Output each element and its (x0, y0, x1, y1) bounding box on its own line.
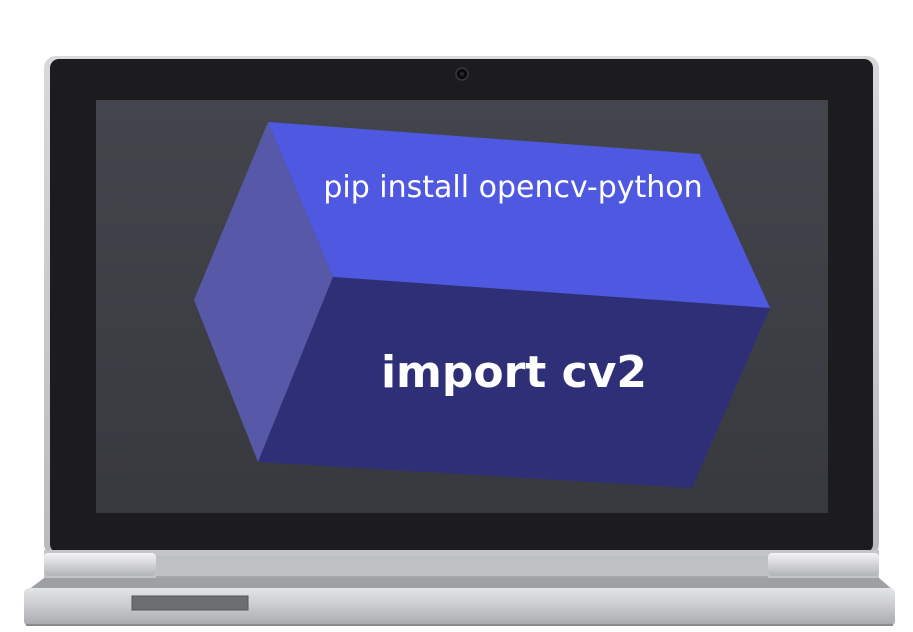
cube-top-face (268, 122, 770, 308)
cube-front-text: import cv2 (381, 347, 647, 398)
cube-graphic: pip install opencv-python import cv2 (194, 122, 770, 488)
touchpad (131, 595, 249, 611)
cube-front-face (258, 277, 770, 488)
cube-left-face (194, 122, 333, 462)
cube-top-text: pip install opencv-python (323, 170, 702, 205)
keyboard-deck (28, 578, 893, 590)
laptop-hinge (44, 550, 879, 578)
